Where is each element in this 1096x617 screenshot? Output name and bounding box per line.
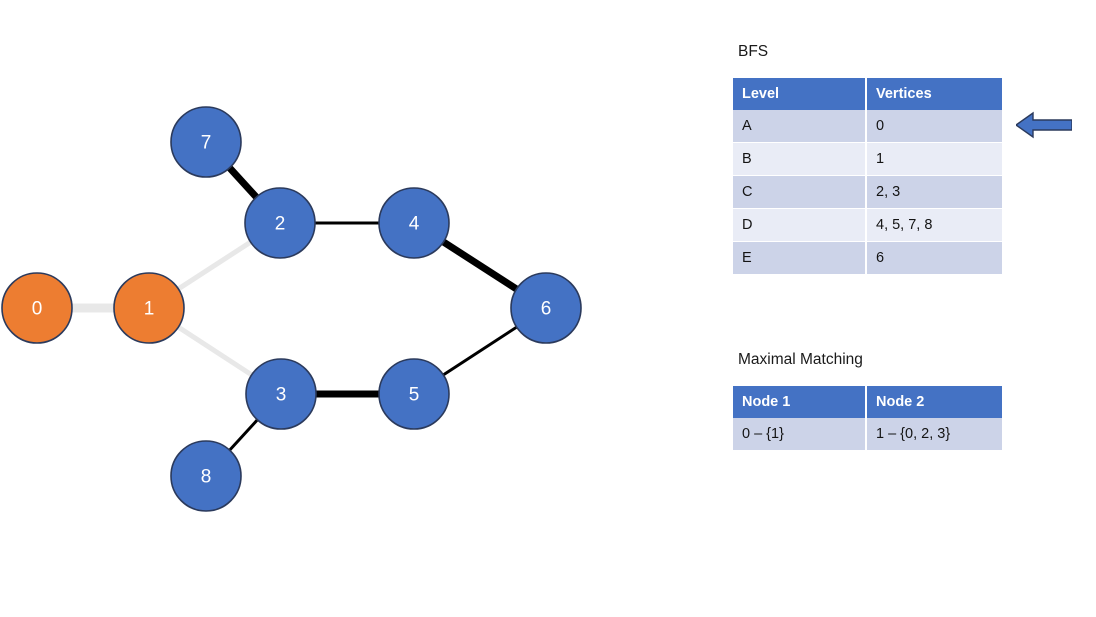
node-label-5: 5 (409, 385, 420, 406)
bfs-cell-vertices: 0 (866, 110, 1002, 143)
bfs-cell-level: C (733, 175, 867, 209)
node-label-8: 8 (201, 467, 212, 488)
matching-table-body: 0 – {1}1 – {0, 2, 3} (733, 418, 1002, 451)
matching-table-header-row: Node 1 Node 2 (733, 386, 1002, 418)
node-shape-3[interactable] (245, 358, 317, 430)
node-label-2: 2 (275, 214, 286, 235)
bfs-column-level: Level (733, 78, 867, 110)
node-layer: 0 1 2 3 4 5 6 7 8 (1, 106, 582, 512)
node-label-0: 0 (32, 299, 43, 320)
matching-cell-node1: 0 – {1} (733, 418, 867, 451)
node-shape-8[interactable] (170, 440, 242, 512)
bfs-cell-vertices: 1 (866, 142, 1002, 176)
node-shape-0[interactable] (1, 272, 73, 344)
bfs-cell-level: E (733, 241, 867, 275)
node-shape-5[interactable] (378, 358, 450, 430)
node-shape-2[interactable] (244, 187, 316, 259)
node-shape-6[interactable] (510, 272, 582, 344)
bfs-cell-vertices: 6 (866, 241, 1002, 275)
left-arrow-icon (1016, 111, 1072, 139)
node-label-1: 1 (144, 299, 155, 320)
graph-node-4[interactable]: 4 (378, 187, 450, 259)
bfs-cell-level: D (733, 208, 867, 242)
node-shape-1[interactable] (113, 272, 185, 344)
graph-node-8[interactable]: 8 (170, 440, 242, 512)
graph-panel: 0 1 2 3 4 5 6 7 8 (1, 106, 582, 512)
node-shape-4[interactable] (378, 187, 450, 259)
maximal-matching-table: Node 1 Node 2 0 – {1}1 – {0, 2, 3} (733, 386, 1002, 451)
bfs-cell-vertices: 4, 5, 7, 8 (866, 208, 1002, 242)
node-label-4: 4 (409, 214, 420, 235)
node-shape-7[interactable] (170, 106, 242, 178)
node-label-7: 7 (201, 133, 212, 154)
matching-column-node2: Node 2 (866, 386, 1002, 418)
graph-node-5[interactable]: 5 (378, 358, 450, 430)
matching-column-node1: Node 1 (733, 386, 867, 418)
graph-node-6[interactable]: 6 (510, 272, 582, 344)
graph-node-2[interactable]: 2 (244, 187, 316, 259)
bfs-column-vertices: Vertices (866, 78, 1002, 110)
bfs-graph-canvas: 0 1 2 3 4 5 6 7 8 (1, 106, 582, 512)
matching-cell-node2: 1 – {0, 2, 3} (866, 418, 1002, 451)
graph-node-7[interactable]: 7 (170, 106, 242, 178)
graph-node-0[interactable]: 0 (1, 272, 73, 344)
bfs-cell-level: A (733, 110, 867, 143)
bfs-cell-level: B (733, 142, 867, 176)
matching-row[interactable]: 0 – {1}1 – {0, 2, 3} (733, 418, 1002, 451)
node-label-6: 6 (541, 299, 552, 320)
graph-node-3[interactable]: 3 (245, 358, 317, 430)
matching-section-title: Maximal Matching (738, 351, 863, 368)
node-label-3: 3 (276, 385, 287, 406)
bfs-cell-vertices: 2, 3 (866, 175, 1002, 209)
bfs-table-header-row: Level Vertices (733, 78, 1002, 110)
bfs-section-title: BFS (738, 43, 769, 60)
graph-node-1[interactable]: 1 (113, 272, 185, 344)
